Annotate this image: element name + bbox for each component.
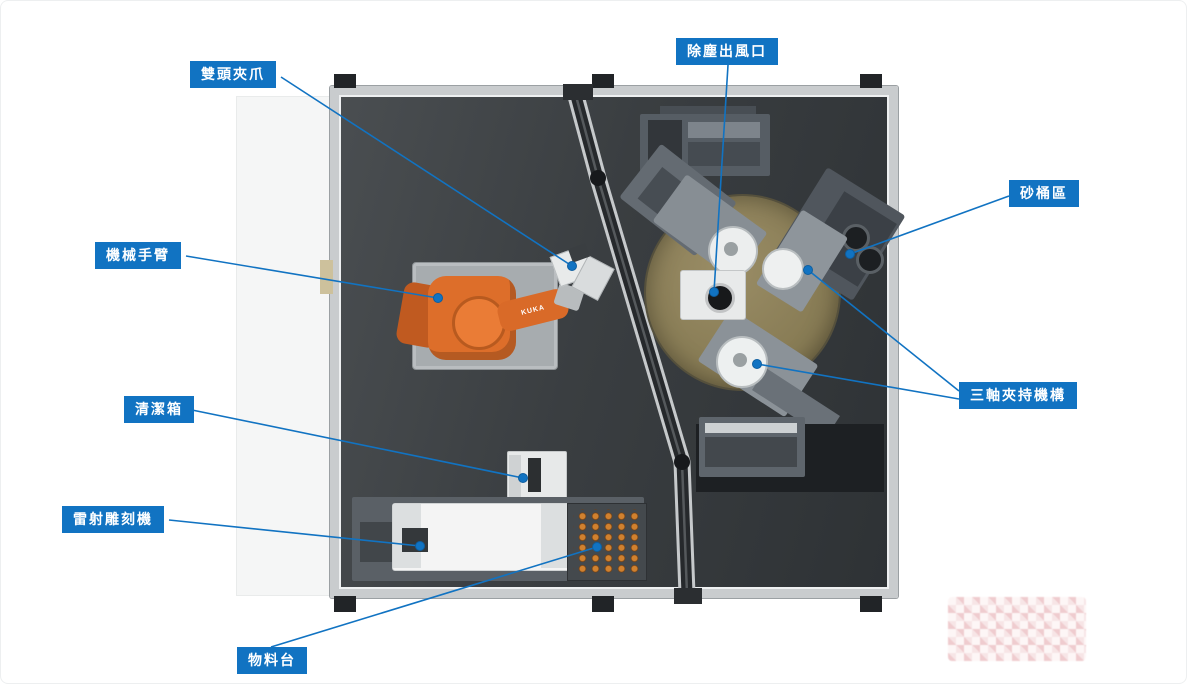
robot-brand-text: KUKA [520,303,546,317]
robot-shoulder [452,296,506,350]
clamp-fixture-center [733,353,747,367]
label-dust-outlet: 除塵出風口 [676,38,778,65]
top-machine-detail [688,142,760,166]
clamp-fixture-center [724,242,738,256]
side-panel [236,96,334,596]
bottom-right-unit-detail [705,437,797,467]
frame-clip [320,260,333,294]
mount-tab [592,74,614,88]
mount-tab [860,596,882,612]
top-machine-detail [688,122,760,138]
watermark-mosaic [948,597,1086,661]
mount-tab [334,74,356,88]
cleaning-box-side [509,455,521,499]
label-sand-bucket-area: 砂桶區 [1009,180,1079,207]
engraver-plate-dark [360,522,394,562]
label-robot-arm: 機械手臂 [95,242,181,269]
laser-engraver-head [402,528,428,552]
label-cleaning-box: 清潔箱 [124,396,194,423]
mount-tab [334,596,356,612]
label-three-axis-clamp: 三軸夾持機構 [959,382,1077,409]
label-double-head-gripper: 雙頭夾爪 [190,61,276,88]
dust-outlet-hole [705,283,735,313]
mount-tab [592,596,614,612]
cleaning-box-slot [528,458,541,492]
bottom-right-unit-stripe [705,423,797,433]
laser-engraver-cap [541,504,569,568]
mount-tab [860,74,882,88]
material-table-grid [573,509,639,573]
sand-bucket [856,246,884,274]
clamp-fixture [762,248,804,290]
label-material-table: 物料台 [237,647,307,674]
label-laser-engraver: 雷射雕刻機 [62,506,164,533]
